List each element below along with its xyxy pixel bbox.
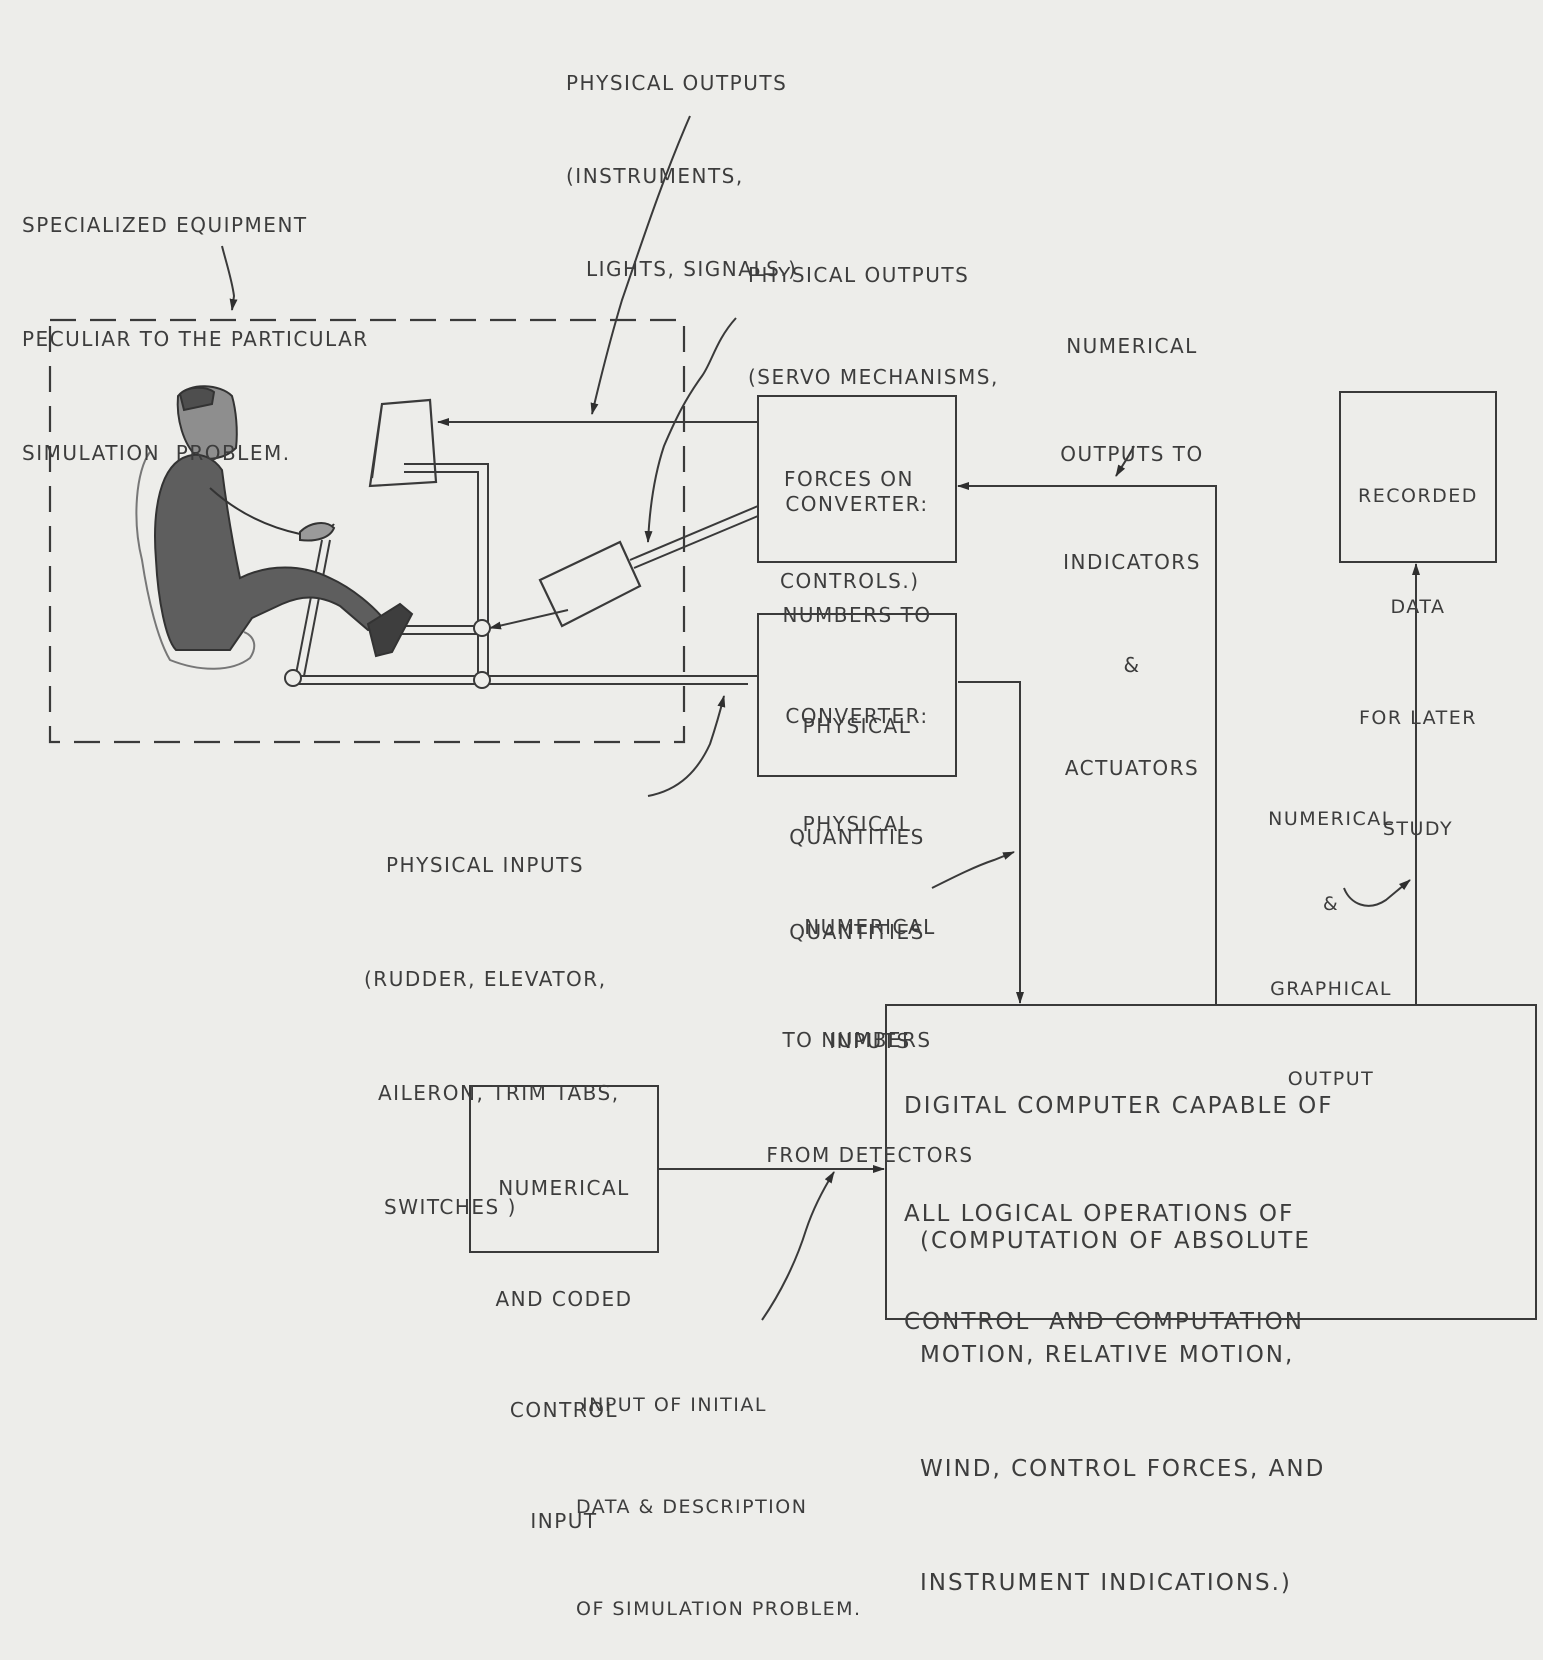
leader-input-initial-data [761, 1171, 835, 1321]
leader-physical-outputs-instruments [590, 115, 691, 415]
leader-numerical-inputs [931, 851, 1015, 889]
leader-physical-inputs [647, 695, 726, 797]
instrument-panel [368, 398, 438, 488]
linkage-frame [295, 463, 489, 680]
label-physical-outputs-servo: PHYSICAL OUTPUTS (SERVO MECHANISMS, FORC… [748, 263, 999, 593]
label-numerical-outputs: NUMERICAL OUTPUTS TO INDICATORS & ACTUAT… [1060, 334, 1204, 780]
leader-specialized-equipment [221, 245, 238, 311]
digital-computer-text: DIGITAL COMPUTER CAPABLE OF ALL LOGICAL … [904, 1093, 1334, 1335]
diagram-lines [48, 115, 1537, 1321]
converter-num-to-phys-text: CONVERTER: NUMBERS TO PHYSICAL QUANTITIE… [782, 492, 932, 849]
simulation-block-diagram: PHYSICAL OUTPUTS (INSTRUMENTS, LIGHTS, S… [22, 71, 1537, 1620]
label-physical-outputs-instruments: PHYSICAL OUTPUTS (INSTRUMENTS, LIGHTS, S… [566, 71, 798, 281]
linkage-joint-3 [284, 669, 302, 687]
line-converter-to-servo-a [629, 505, 759, 561]
converter-phys-to-num-box [757, 613, 957, 777]
line-converter-to-servo-b [633, 515, 759, 569]
label-numerical-inputs: NUMERICAL INPUTS FROM DETECTORS [766, 915, 974, 1167]
leader-numerical-graphical [1343, 879, 1411, 907]
digital-computer-detail-text: (COMPUTATION OF ABSOLUTE MOTION, RELATIV… [920, 1228, 1326, 1596]
leader-numerical-outputs [1115, 445, 1135, 477]
pilot-figure [135, 385, 414, 670]
linkage-joint-1 [473, 619, 491, 637]
servo-unit [538, 540, 642, 628]
specialized-equipment-boundary [48, 318, 686, 744]
label-physical-inputs: PHYSICAL INPUTS (RUDDER, ELEVATOR, AILER… [364, 853, 620, 1219]
digital-computer-box [885, 1004, 1537, 1320]
label-numerical-graphical: NUMERICAL & GRAPHICAL OUTPUT [1268, 808, 1394, 1090]
recorded-data-box [1339, 391, 1497, 563]
converter-num-to-phys-box [757, 395, 957, 563]
arrow-converter-to-computer [958, 681, 1024, 1004]
converter-phys-to-num-text: CONVERTER: PHYSICAL QUANTITIES TO NUMBER… [782, 704, 932, 1052]
leader-physical-outputs-servo [644, 317, 737, 543]
control-input-text: NUMERICAL AND CODED CONTROL INPUT [495, 1176, 633, 1533]
arrow-computer-to-converter [957, 482, 1217, 1005]
linkage-joint-2 [473, 671, 491, 689]
recorded-data-text: RECORDED DATA FOR LATER STUDY [1358, 485, 1478, 840]
label-specialized-equipment: SPECIALIZED EQUIPMENT PECULIAR TO THE PA… [22, 213, 369, 465]
